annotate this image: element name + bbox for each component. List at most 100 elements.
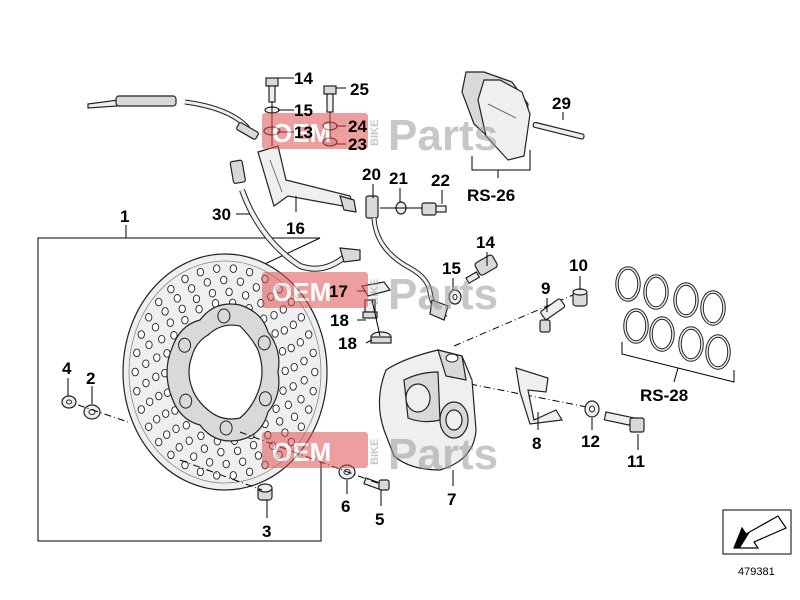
callout-2: 2 xyxy=(86,369,95,388)
disc-hole xyxy=(205,458,214,467)
disc-hole xyxy=(133,386,141,396)
disc-hole xyxy=(131,367,139,377)
bolt-item-5 xyxy=(363,477,390,491)
disc-hole xyxy=(142,378,150,388)
disc-hole xyxy=(145,340,153,350)
banjo-bolt-item-14-top xyxy=(265,77,279,103)
disc-hole xyxy=(173,294,181,303)
arrow-down-left-icon xyxy=(733,515,787,549)
disc-hole xyxy=(233,446,242,456)
disc-hole xyxy=(297,422,305,431)
disc-hole xyxy=(309,386,317,396)
callout-15-mid: 15 xyxy=(442,259,461,278)
disc-hole xyxy=(155,297,163,307)
disc-hole xyxy=(185,436,193,445)
disc-hole xyxy=(158,334,166,344)
callout-10: 10 xyxy=(569,256,588,275)
grommet-item-18-lower xyxy=(370,331,392,344)
svg-text:BIKE: BIKE xyxy=(369,279,381,305)
disc-hole xyxy=(137,405,145,414)
disc-hole xyxy=(152,372,160,382)
disc-hole xyxy=(220,275,228,285)
disc-hole xyxy=(208,288,217,298)
disc-hole xyxy=(200,444,209,453)
callout-18-lower: 18 xyxy=(338,334,357,353)
callout-4: 4 xyxy=(62,359,72,378)
callout-25: 25 xyxy=(350,80,369,99)
washer-item-4 xyxy=(61,395,77,409)
disc-hole xyxy=(270,310,278,320)
bracket-item-8 xyxy=(515,367,563,425)
disc-hole xyxy=(290,362,298,372)
disc-hole xyxy=(245,467,254,477)
washer-item-15-mid xyxy=(448,289,462,305)
disc-hole xyxy=(153,353,161,362)
disc-hole xyxy=(145,313,153,322)
callout-11: 11 xyxy=(627,452,645,471)
disc-hole xyxy=(190,452,198,461)
disc-hole xyxy=(249,440,258,450)
disc-hole xyxy=(196,267,205,277)
disc-hole xyxy=(192,294,201,304)
callout-16: 16 xyxy=(286,219,305,238)
callout-8: 8 xyxy=(532,434,541,453)
banjo-bolt-item-25 xyxy=(323,85,337,113)
disc-hole xyxy=(217,447,225,457)
washer-item-12 xyxy=(584,400,600,418)
disc-hole xyxy=(272,404,280,413)
disc-hole xyxy=(178,304,186,314)
disc-hole xyxy=(153,414,161,424)
disc-hole xyxy=(213,264,221,273)
disc-hole xyxy=(145,422,153,431)
seal-ring-highlight xyxy=(616,267,640,301)
disc-hole xyxy=(245,267,254,277)
svg-text:BIKE: BIKE xyxy=(369,120,381,146)
carrier-bolt xyxy=(179,393,193,409)
disc-hole xyxy=(229,264,237,273)
watermark-middle: OEM BIKE Parts xyxy=(262,270,498,319)
bolt-item-11 xyxy=(603,411,645,433)
disc-hole xyxy=(196,467,205,477)
disc-bolts xyxy=(178,308,272,436)
carrier-bolt xyxy=(217,308,231,324)
reference-number: 479381 xyxy=(738,566,775,578)
seal-ring-highlight xyxy=(674,283,698,317)
svg-text:OEM: OEM xyxy=(272,118,331,148)
callout-18-upper: 18 xyxy=(330,311,349,330)
seal-ring-highlight xyxy=(644,275,668,309)
callout-6: 6 xyxy=(341,497,350,516)
callout-rs-26: RS-26 xyxy=(467,186,515,205)
callout-22: 22 xyxy=(431,171,450,190)
callout-14-top: 14 xyxy=(294,69,313,88)
disc-hole xyxy=(305,405,313,414)
disc-hole xyxy=(182,421,190,430)
disc-hole xyxy=(271,329,279,338)
callout-5: 5 xyxy=(375,510,384,529)
callout-7: 7 xyxy=(447,490,456,509)
callout-24: 24 xyxy=(348,117,367,136)
disc-hole xyxy=(239,457,247,466)
callout-labels: 1 2 3 4 5 6 7 8 9 10 11 12 13 14 14 15 1… xyxy=(62,69,688,541)
callout-1: 1 xyxy=(120,207,129,226)
cap-item-10 xyxy=(572,288,588,307)
seal-ring-highlight xyxy=(679,327,703,361)
svg-text:Parts: Parts xyxy=(388,430,498,479)
callout-14-mid: 14 xyxy=(476,233,495,252)
disc-hole xyxy=(163,430,171,439)
disc-hole xyxy=(297,394,305,404)
disc-hole xyxy=(133,348,141,358)
disc-hole xyxy=(297,313,305,322)
disc-hole xyxy=(311,367,319,377)
disc-hole xyxy=(181,274,189,284)
callout-12: 12 xyxy=(581,432,600,451)
disc-hole xyxy=(236,277,245,286)
callout-29: 29 xyxy=(552,94,571,113)
disc-hole xyxy=(229,471,237,480)
brake-line-bracket-item-16 xyxy=(257,145,357,213)
carrier-bolt xyxy=(178,337,192,353)
disc-hole xyxy=(225,287,233,297)
disc-hole xyxy=(241,291,250,300)
callout-15-top: 15 xyxy=(294,101,313,120)
brake-line-item-20 xyxy=(365,195,449,321)
